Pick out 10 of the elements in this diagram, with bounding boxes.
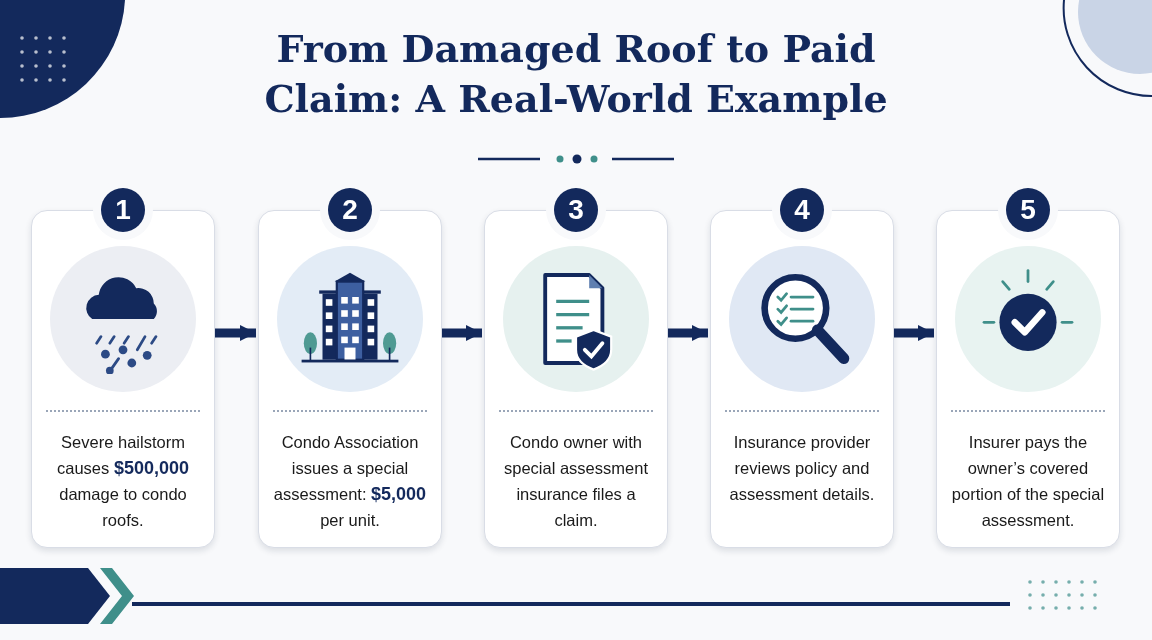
arrow xyxy=(894,325,934,341)
title: From Damaged Roof to Paid Claim: A Real-World Example xyxy=(263,25,889,123)
arrow xyxy=(442,325,482,341)
step-description: Insurance provider reviews policy and assessment details. xyxy=(728,432,876,505)
step-description: Condo Association issues a special assessment: $5,000 per unit. xyxy=(272,432,428,531)
arrow xyxy=(215,325,256,341)
arrow xyxy=(668,325,708,341)
step-description: Insurer pays the owner’s covered portion of the special assessment. xyxy=(950,432,1106,531)
step-description: Severe hailstorm causes $500,000 damage to condo roofs. xyxy=(56,432,190,531)
step-description: Condo owner with special assessment insurance files a claim. xyxy=(503,432,649,531)
